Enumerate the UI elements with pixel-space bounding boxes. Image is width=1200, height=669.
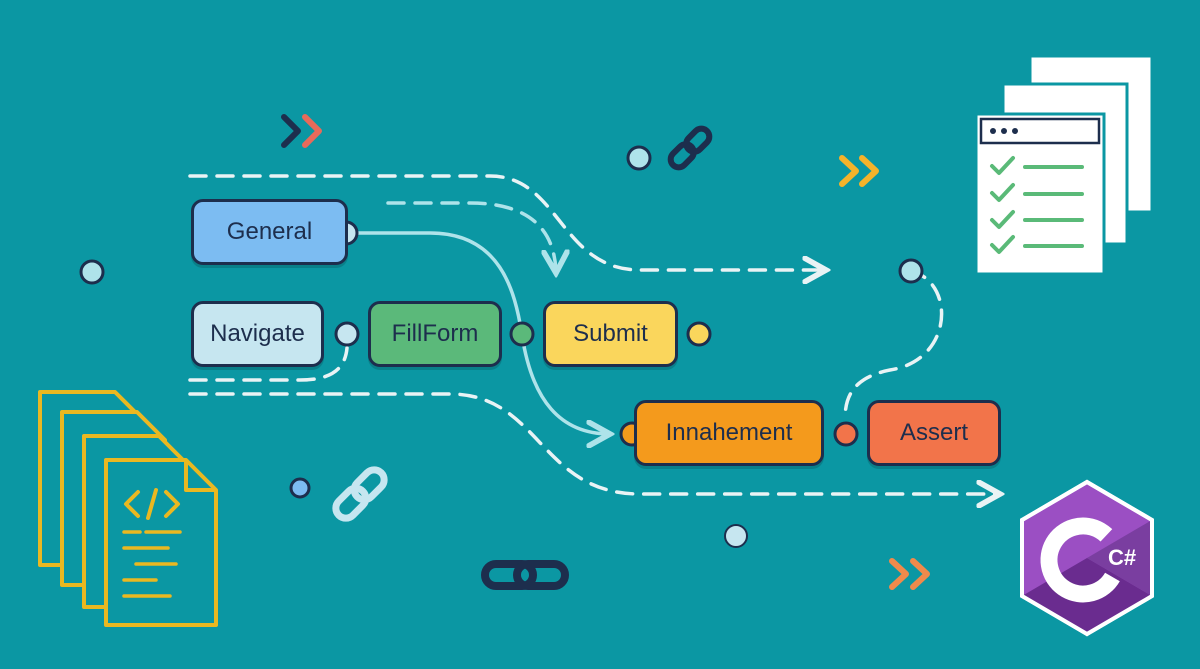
node-navigate[interactable]: Navigate bbox=[191, 301, 324, 367]
node-general[interactable]: General bbox=[191, 199, 348, 265]
node-innahement[interactable]: Innahement bbox=[634, 400, 824, 466]
node-assert[interactable]: Assert bbox=[867, 400, 1001, 466]
chevron-double-icon bbox=[281, 114, 322, 148]
csharp-hash-label: C# bbox=[1108, 545, 1137, 570]
node-innahement-label: Innahement bbox=[665, 419, 793, 446]
node-submit-label: Submit bbox=[573, 320, 648, 347]
node-assert-label: Assert bbox=[899, 419, 968, 446]
dot-bottom-mid bbox=[724, 524, 748, 548]
chevron-double-icon bbox=[889, 558, 930, 590]
csharp-logo-icon bbox=[1020, 479, 1154, 637]
chevron-double-icon bbox=[839, 155, 879, 187]
port-right bbox=[898, 258, 924, 284]
dashed-path-branch bbox=[386, 201, 556, 273]
node-fillform[interactable]: FillForm bbox=[368, 301, 502, 367]
dot-top-mid bbox=[626, 145, 652, 171]
port-assert bbox=[833, 421, 859, 447]
node-general-label: General bbox=[226, 218, 313, 245]
dot-bottom-left bbox=[289, 477, 311, 499]
port-submit bbox=[686, 321, 712, 347]
chain-link-icon bbox=[481, 560, 569, 590]
dashed-assert-link bbox=[843, 269, 944, 422]
dot-left bbox=[79, 259, 105, 285]
dashed-navigate-link bbox=[188, 346, 349, 382]
port-fillform bbox=[509, 321, 535, 347]
node-navigate-label: Navigate bbox=[210, 320, 305, 347]
chain-link-icon bbox=[332, 466, 388, 522]
chain-link-icon bbox=[667, 125, 713, 171]
checklist-document-icon bbox=[974, 54, 1154, 276]
code-file-icon bbox=[38, 390, 218, 627]
dashed-path-bottom bbox=[188, 392, 1000, 494]
port-navigate bbox=[334, 321, 360, 347]
node-submit[interactable]: Submit bbox=[543, 301, 678, 367]
node-fillform-label: FillForm bbox=[391, 320, 479, 347]
dashed-path-top bbox=[188, 174, 826, 270]
